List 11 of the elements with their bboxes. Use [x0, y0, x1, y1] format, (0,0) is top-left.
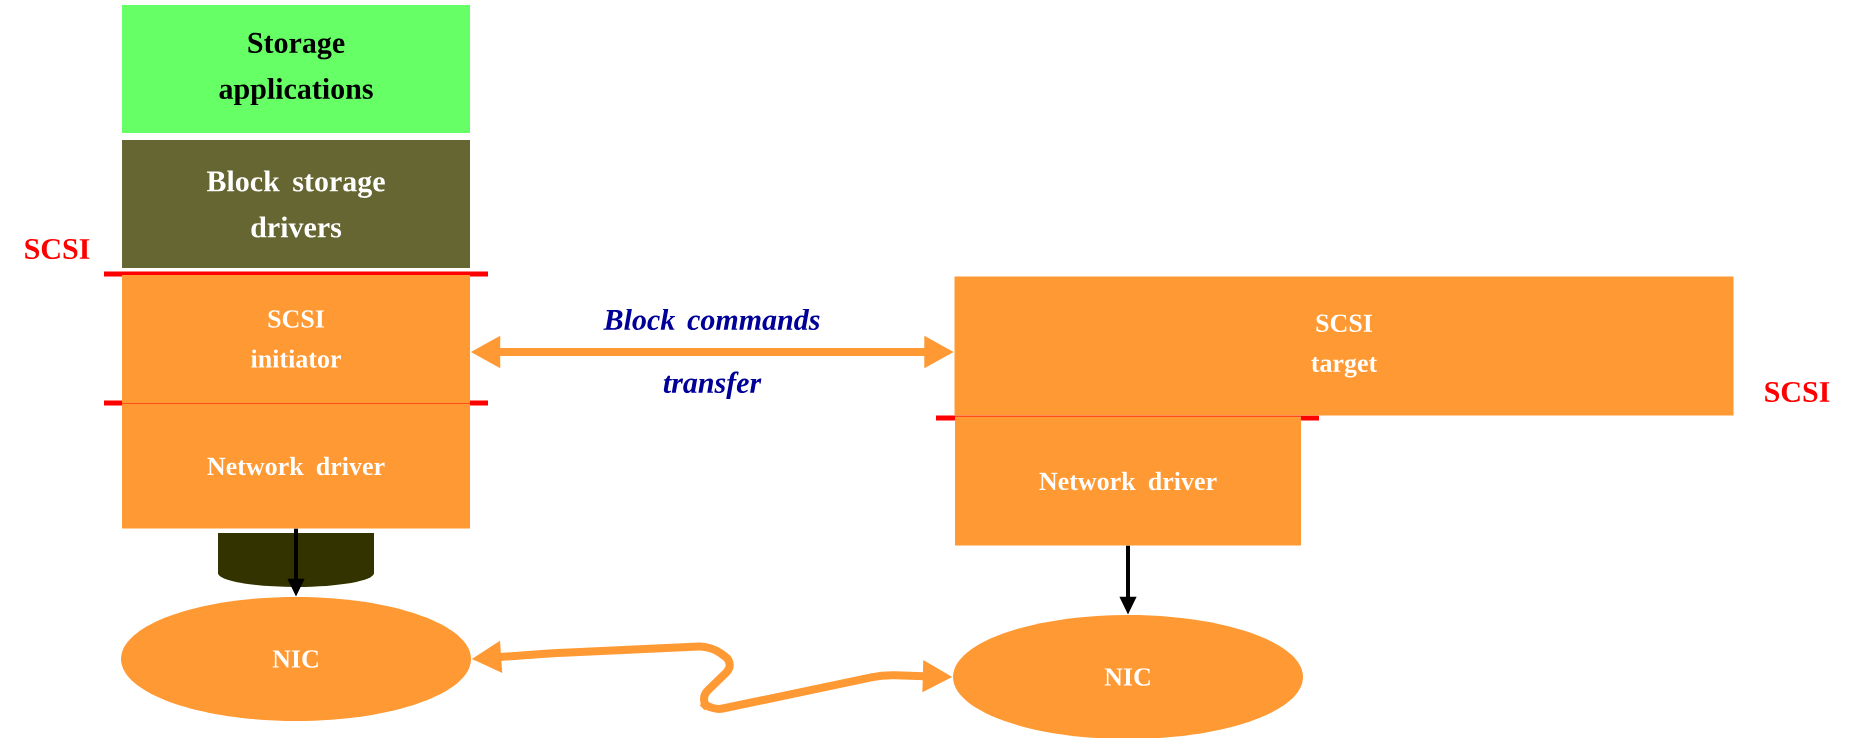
- node-label: Network driver: [207, 456, 385, 476]
- node-label: SCSI initiator: [251, 310, 341, 368]
- layer-box: SCSI initiator: [122, 275, 470, 403]
- layer-box: Storage applications: [122, 5, 470, 133]
- layer-box: Network driver: [955, 416, 1301, 546]
- edge-label: Block commands transfer: [603, 308, 820, 400]
- interface-label: SCSI: [1765, 381, 1830, 403]
- layer-box: Network driver: [122, 403, 470, 529]
- layer-box: Block storage drivers: [122, 140, 470, 268]
- node-label: Network driver: [1039, 471, 1217, 491]
- interface-label: SCSI: [25, 238, 90, 260]
